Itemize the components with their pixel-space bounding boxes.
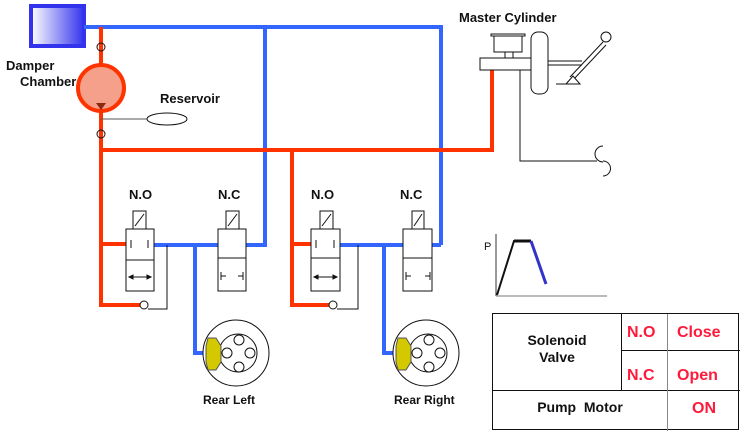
row-nc-state: Open [677, 367, 718, 384]
blue-left-return [148, 27, 267, 247]
red-main-line [101, 70, 494, 152]
check-valve-icon [139, 300, 149, 310]
damper-chamber-label-2: Chamber [20, 74, 76, 89]
rear-right-label: Rear Right [394, 393, 455, 407]
damper-chamber-label-1: Damper [6, 58, 54, 73]
solenoid-cell: Solenoid Valve [493, 314, 622, 391]
row-nc-valve: N.C [627, 367, 655, 384]
valve-no-left-label: N.O [129, 187, 152, 202]
status-table: Solenoid Valve N.O Close N.C Open Pump M… [492, 313, 740, 431]
pump-motor-label: Pump Motor [537, 399, 623, 415]
caliper-rear-left [205, 337, 222, 371]
status-row-no: N.O Close [622, 314, 740, 351]
valve-no-right [310, 210, 341, 292]
pump-check-valves [96, 42, 106, 139]
valve-nc-right-label: N.C [400, 187, 423, 202]
solenoid-label-2: Valve [539, 349, 575, 365]
valve-no-right-label: N.O [311, 187, 334, 202]
wheel-rear-left [202, 319, 270, 387]
check-valve-icon [328, 300, 338, 310]
blue-to-rear-left [193, 245, 206, 355]
status-row-nc: N.C Open [622, 351, 740, 391]
check-valve-icon [96, 42, 106, 52]
pump-motor-state: ON [692, 400, 716, 417]
valve-no-left [125, 210, 155, 292]
brake-booster [530, 31, 549, 95]
pump-outlet-arrow-icon [96, 103, 106, 110]
valve-nc-right [402, 210, 433, 292]
reservoir [146, 112, 188, 126]
right-check-valve [328, 245, 359, 310]
graph-pressure-release [529, 240, 548, 285]
red-right-feed [290, 150, 329, 307]
blue-top-line [84, 25, 443, 245]
caliper-rear-right [395, 337, 412, 371]
rear-left-label: Rear Left [203, 393, 255, 407]
table-divider [667, 314, 668, 431]
valve-nc-left [217, 210, 247, 292]
pump-motor [76, 63, 126, 113]
check-valve-icon [96, 129, 106, 139]
damper-chamber [29, 4, 86, 48]
row-no-valve: N.O [627, 324, 656, 341]
wheel-rear-right [392, 319, 460, 387]
valve-nc-left-label: N.C [218, 187, 241, 202]
reservoir-label: Reservoir [160, 91, 220, 106]
pressure-graph: P [484, 234, 607, 297]
high-pressure-lines [99, 27, 494, 307]
master-cylinder [479, 31, 612, 177]
graph-axis-p: P [484, 241, 491, 253]
blue-to-rear-right [382, 245, 396, 355]
solenoid-label-1: Solenoid [527, 332, 587, 348]
brake-pedal-pad [600, 31, 612, 43]
master-cylinder-label: Master Cylinder [459, 10, 557, 25]
row-no-state: Close [677, 324, 721, 341]
graph-pressure-rise [496, 240, 531, 296]
left-check-valve [139, 245, 168, 310]
